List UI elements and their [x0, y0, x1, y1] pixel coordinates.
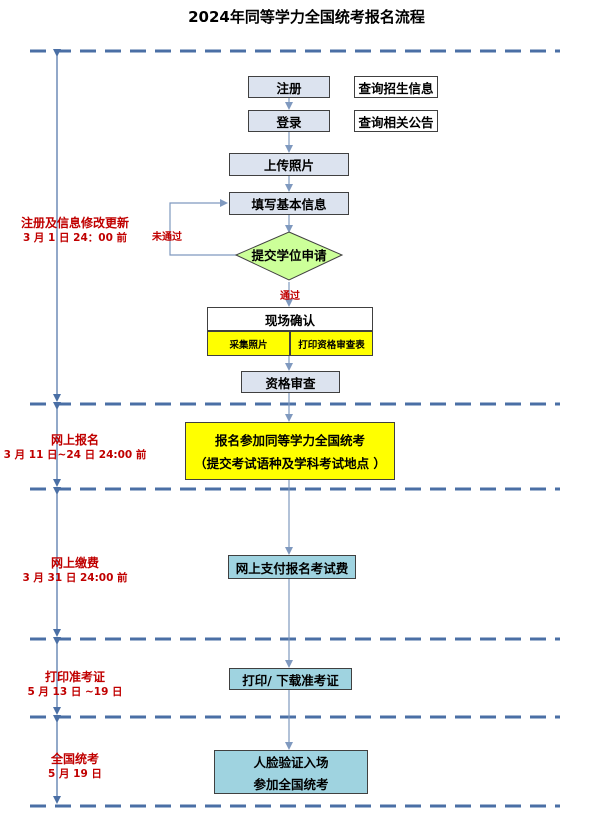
stage-national-exam: 全国统考 5 月 19 日: [0, 752, 150, 782]
onsite-confirm-box[interactable]: 现场确认: [207, 307, 373, 331]
apply-exam-line1: 报名参加同等学力全国统考: [214, 433, 365, 448]
stage-name: 注册及信息修改更新: [20, 216, 129, 230]
register-box[interactable]: 注册: [248, 76, 330, 98]
login-box[interactable]: 登录: [248, 110, 330, 132]
stage-name: 网上缴费: [50, 556, 99, 570]
stage-date: 5 月 19 日: [48, 768, 102, 780]
stage-online-apply: 网上报名 3 月 11 日~24 日 24:00 前: [0, 433, 150, 463]
upload-photo-box[interactable]: 上传照片: [229, 153, 349, 176]
stage-separators: [30, 49, 560, 808]
apply-exam-line2: （提交考试语种及学科考试地点 ）: [194, 456, 386, 471]
stage-print-ticket: 打印准考证 5 月 13 日 ~19 日: [0, 670, 150, 700]
face-verify-line2: 参加全国统考: [253, 776, 329, 792]
print-ticket-box[interactable]: 打印/ 下载准考证: [229, 668, 352, 690]
face-verify-line1: 人脸验证入场: [253, 754, 329, 770]
not-passed-label: 未通过: [152, 232, 182, 243]
pay-fee-box[interactable]: 网上支付报名考试费: [228, 555, 356, 579]
stage-register-update: 注册及信息修改更新 3 月 1 日 24：00 前: [0, 216, 150, 246]
print-review-form-box[interactable]: 打印资格审查表: [290, 331, 373, 356]
submit-degree-label[interactable]: 提交学位申请: [251, 248, 327, 263]
stage-online-payment: 网上缴费 3 月 31 日 24:00 前: [0, 556, 150, 586]
passed-label: 通过: [280, 291, 300, 302]
stage-date: 3 月 1 日 24：00 前: [22, 232, 128, 244]
face-verify-box[interactable]: 人脸验证入场 参加全国统考: [214, 750, 368, 794]
stage-name: 打印准考证: [44, 670, 105, 684]
stage-date: 5 月 13 日 ~19 日: [27, 686, 123, 698]
stage-date: 3 月 11 日~24 日 24:00 前: [3, 449, 147, 461]
query-admission-box[interactable]: 查询招生信息: [354, 76, 438, 98]
query-notice-box[interactable]: 查询相关公告: [354, 110, 438, 132]
submit-degree-diamond: [234, 231, 344, 281]
fill-info-box[interactable]: 填写基本信息: [229, 192, 349, 215]
qualification-review-box[interactable]: 资格审查: [241, 371, 340, 393]
page-title: 2024年同等学力全国统考报名流程: [188, 8, 425, 26]
stage-date: 3 月 31 日 24:00 前: [22, 572, 128, 584]
apply-exam-box[interactable]: 报名参加同等学力全国统考 （提交考试语种及学科考试地点 ）: [185, 422, 395, 480]
stage-name: 全国统考: [50, 752, 99, 766]
stage-name: 网上报名: [50, 433, 99, 447]
not-passed-loop: [169, 199, 237, 256]
flow-arrows: [169, 98, 293, 750]
collect-photo-box[interactable]: 采集照片: [207, 331, 290, 356]
